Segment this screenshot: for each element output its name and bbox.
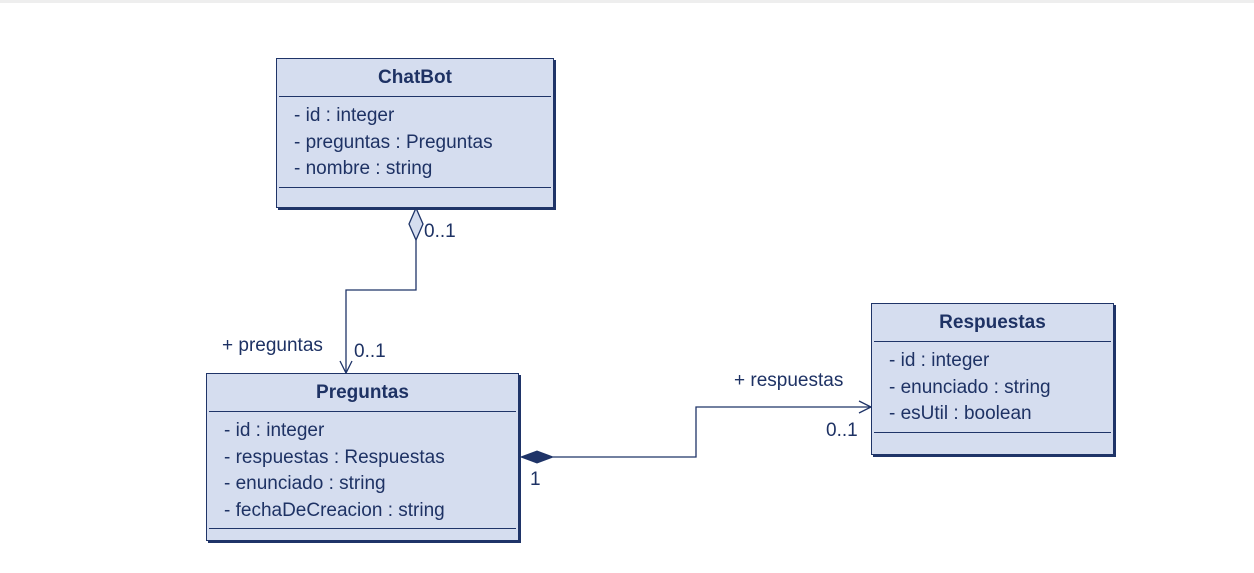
multiplicity-preguntas-end: 0..1 — [354, 341, 386, 362]
attribute-id: - id : integer — [224, 420, 325, 441]
attribute-fecha-de-creacion: - fechaDeCreacion : string — [224, 499, 445, 521]
attribute-list: - id : integer - enunciado : string - es… — [874, 342, 1111, 433]
class-chatbot[interactable]: ChatBot - id : integer - preguntas : Pre… — [276, 58, 554, 208]
aggregation-line[interactable] — [345, 240, 417, 373]
class-name: Preguntas — [209, 374, 516, 412]
top-border-line — [0, 0, 1254, 3]
attribute-id: - id : integer — [889, 350, 990, 371]
operation-list — [872, 433, 1113, 451]
attribute-preguntas: - preguntas : Preguntas — [294, 131, 493, 153]
composition-diamond-icon — [519, 450, 555, 464]
operation-list — [277, 188, 553, 206]
class-name: Respuestas — [874, 304, 1111, 342]
multiplicity-chatbot-end: 0..1 — [424, 221, 456, 242]
composition-line[interactable] — [553, 406, 871, 458]
role-label-preguntas: + preguntas — [222, 335, 323, 356]
attribute-enunciado: - enunciado : string — [224, 473, 386, 494]
class-respuestas[interactable]: Respuestas - id : integer - enunciado : … — [871, 303, 1114, 455]
attribute-list: - id : integer - respuestas : Respuestas… — [209, 412, 516, 529]
class-preguntas[interactable]: Preguntas - id : integer - respuestas : … — [206, 373, 519, 541]
attribute-enunciado: - enunciado : string — [889, 376, 1051, 398]
attribute-nombre: - nombre : string — [294, 158, 433, 179]
attribute-respuestas: - respuestas : Respuestas — [224, 446, 445, 468]
class-name: ChatBot — [279, 59, 551, 97]
attribute-list: - id : integer - preguntas : Preguntas -… — [279, 97, 551, 188]
role-label-respuestas: + respuestas — [734, 370, 844, 391]
multiplicity-respuestas-end: 0..1 — [826, 420, 858, 441]
aggregation-diamond-icon — [408, 206, 424, 242]
attribute-id: - id : integer — [294, 105, 395, 126]
multiplicity-composition-source: 1 — [530, 469, 541, 490]
attribute-es-util: - esUtil : boolean — [889, 403, 1032, 424]
operation-list — [207, 529, 518, 547]
